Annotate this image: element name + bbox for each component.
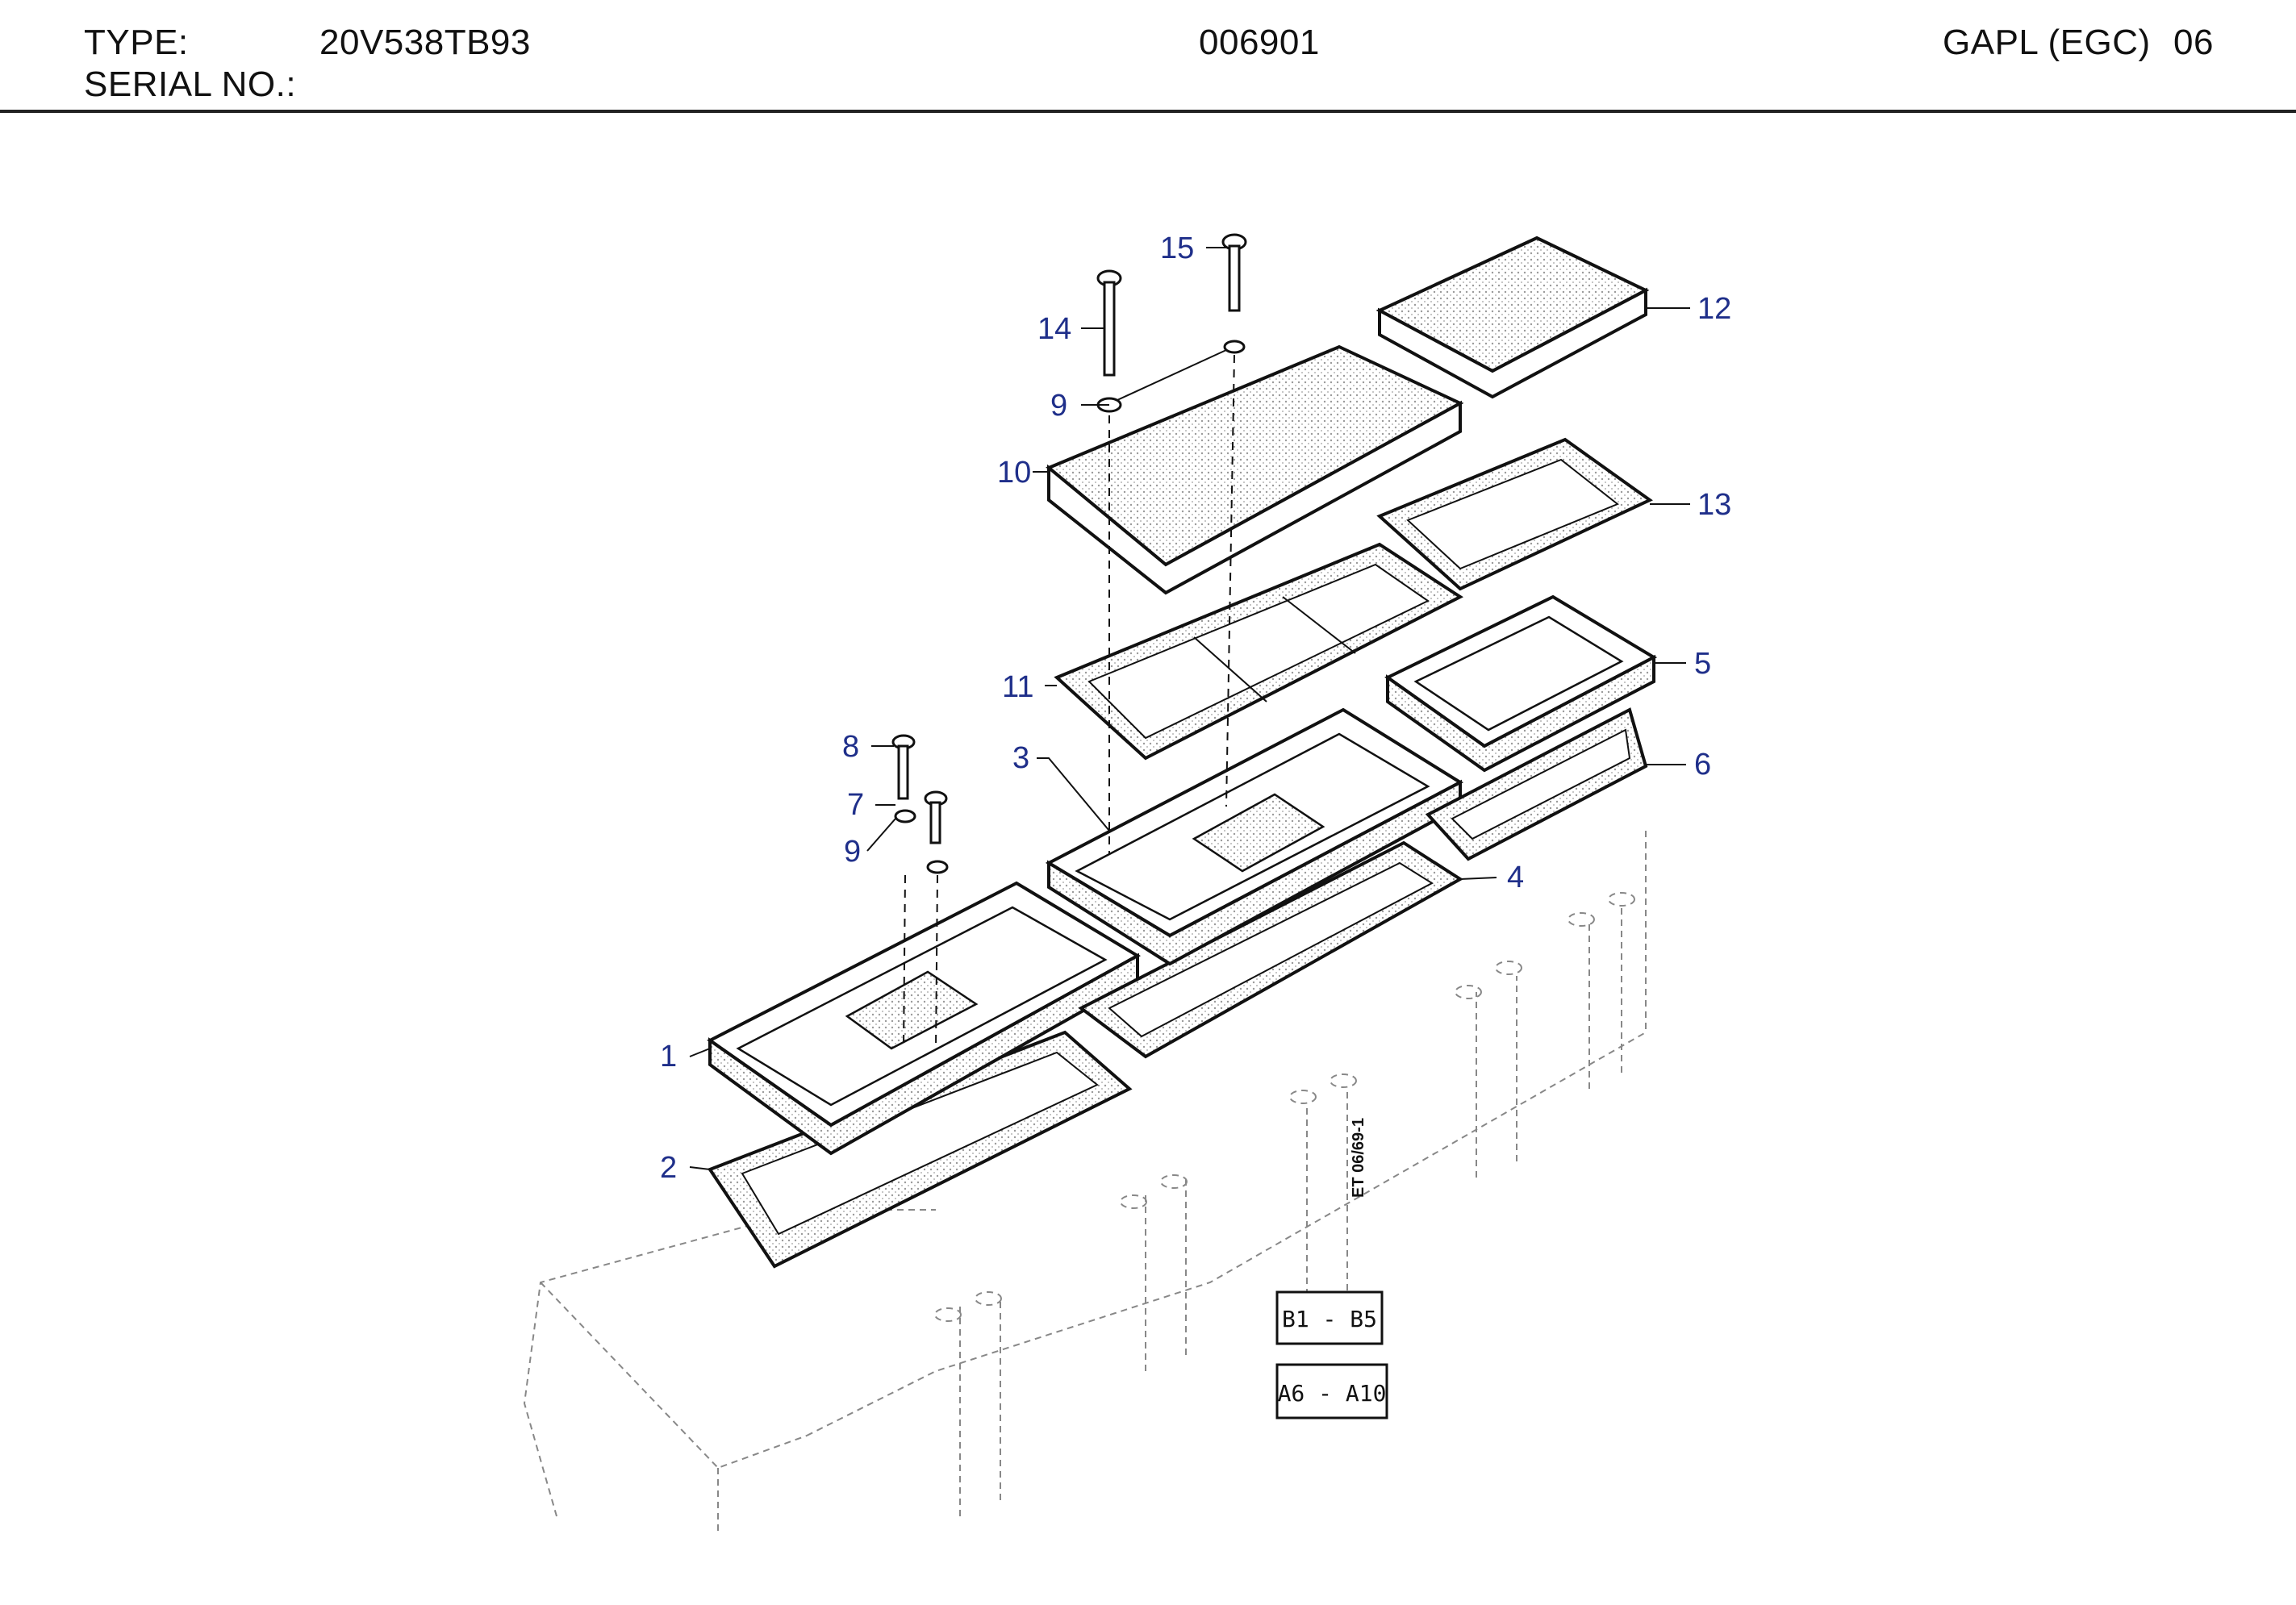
part-5-housing: [1384, 594, 1658, 773]
range-a-label: A6 - A10: [1278, 1380, 1387, 1407]
engine-block-outline: [523, 831, 1647, 1532]
group-number: 06: [2173, 23, 2214, 62]
leader-lines: [689, 247, 1690, 1170]
bolt-8: [891, 734, 916, 800]
part-11-gasket: [1054, 542, 1463, 761]
assembly-axes: [903, 354, 1235, 1049]
washer-9-lower: [894, 809, 949, 874]
cylinder-range-a: A6 - A10: [1275, 1363, 1388, 1419]
drawing-id: ET 06/69-1: [1350, 1118, 1367, 1198]
part-2-gasket: [707, 1030, 1133, 1269]
range-b-label: B1 - B5: [1282, 1306, 1377, 1332]
bolt-7: [924, 790, 948, 844]
callout-12: 12: [1697, 292, 1731, 326]
serial-label: SERIAL NO.:: [84, 65, 297, 104]
callout-9-upper: 9: [1050, 389, 1067, 423]
callout-10: 10: [997, 456, 1031, 490]
part-13-gasket: [1376, 437, 1653, 591]
bolt-15: [1221, 233, 1247, 312]
callout-11: 11: [1002, 670, 1033, 704]
header-rule: [0, 110, 2296, 113]
callout-7: 7: [847, 788, 864, 822]
part-10-cover: [1046, 344, 1464, 595]
page-header: TYPE: 20V538TB93 SERIAL NO.: 006901 GAPL…: [0, 0, 2296, 113]
callout-labels: 1 2 3 4 5 6 7 8 9 9 10 11 12 13 14 15: [660, 231, 1731, 1185]
callout-9-lower: 9: [844, 835, 861, 869]
callout-8: 8: [842, 730, 859, 764]
callout-15: 15: [1160, 231, 1194, 265]
cylinder-range-b: B1 - B5: [1275, 1290, 1384, 1345]
callout-5: 5: [1694, 647, 1711, 681]
type-label: TYPE:: [84, 23, 189, 62]
callout-1: 1: [660, 1040, 677, 1073]
group-code: GAPL (EGC): [1943, 23, 2151, 62]
bolt-14: [1096, 269, 1122, 377]
part-3-housing: [1045, 707, 1464, 966]
part-12-cover: [1376, 236, 1650, 399]
callout-2: 2: [660, 1151, 677, 1185]
part-1-housing: [707, 881, 1142, 1156]
doc-number: 006901: [1199, 23, 1320, 62]
callout-13: 13: [1697, 488, 1731, 522]
callout-6: 6: [1694, 748, 1711, 782]
callout-3: 3: [1012, 741, 1029, 775]
callout-14: 14: [1037, 312, 1071, 346]
part-6-gasket: [1425, 707, 1648, 861]
callout-4: 4: [1507, 861, 1524, 894]
type-value: 20V538TB93: [319, 23, 531, 62]
